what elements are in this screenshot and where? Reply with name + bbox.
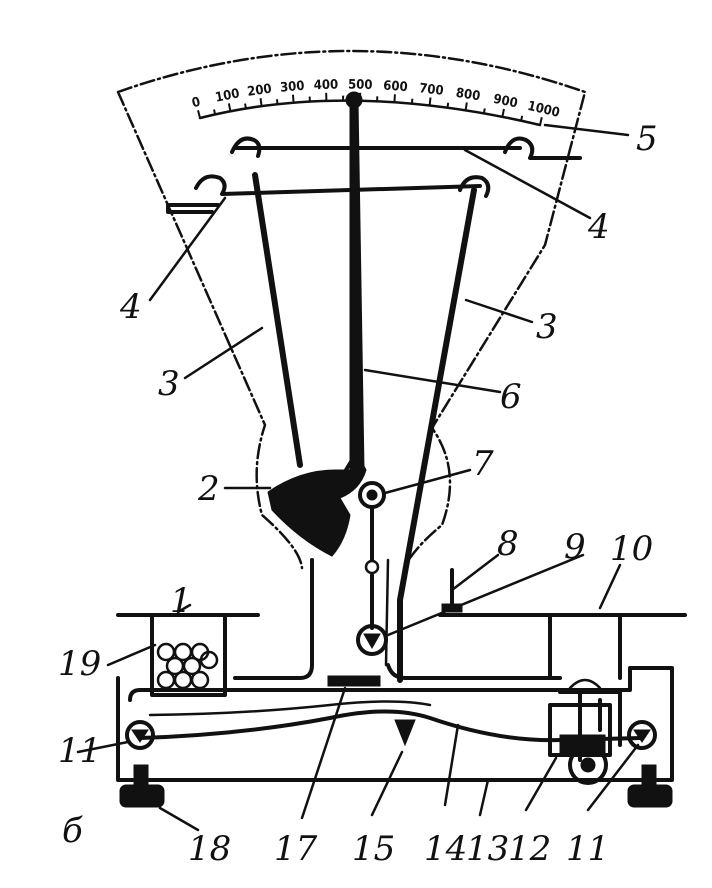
pointer-pivot [345,91,363,109]
scale-tick [501,108,505,118]
scale-tick [482,108,486,114]
label-3-left: 3 [158,364,180,404]
pointer-needle [349,101,365,471]
scale-tick [291,94,295,103]
column-left-wall [233,558,314,680]
scale-tick [446,102,450,108]
sector-arm [338,453,357,482]
scale-tick-label: 600 [383,79,408,96]
lever-14-upper [148,700,432,717]
scale-tick-label: 900 [492,92,519,111]
dial-housing-outline [116,49,587,570]
right-foot [627,764,673,808]
label-11-right: 11 [566,829,609,869]
scale-tick-label: 100 [214,86,241,105]
base-box [116,666,674,782]
left-strut [252,172,303,468]
counterweight-sector [267,457,367,557]
scale-tick [227,103,232,112]
left-pan [116,613,260,697]
label-7: 7 [472,444,494,484]
scale-tick [428,97,432,106]
fulcrum-15 [394,719,416,747]
right-pivot-triangle [633,729,651,743]
scale-tick [275,99,279,105]
right-strut [397,187,477,683]
scale-tick-labels: 0 100 200 300 400 500 600 700 800 900 1000 [190,78,561,121]
label-4-right: 4 [587,207,610,247]
right-strut-inner [384,558,390,667]
scale-tick-label: 400 [314,78,339,94]
leader-lines [76,123,640,832]
label-10: 10 [610,529,653,569]
pivot-9-outer [356,624,388,656]
scale-arc [198,99,542,127]
label-4-left: 4 [119,287,142,327]
weights-stack [156,642,219,690]
label-2: 2 [197,469,220,509]
plate-17 [327,675,381,687]
scale-tick [464,102,468,111]
label-1: 1 [170,581,192,621]
label-15: 15 [352,829,395,869]
label-8: 8 [497,524,519,564]
right-pivot [627,720,657,750]
damper-mechanism [548,678,622,785]
scale-tick-label: 800 [455,86,481,105]
scale-tick [259,98,263,107]
label-11-left: 11 [58,731,101,771]
label-6: 6 [500,377,522,417]
scale-tick [520,115,524,121]
label-3-right: 3 [536,307,558,347]
lever-14 [138,709,642,743]
label-12: 12 [508,829,551,869]
label-18: 18 [188,829,231,869]
pivot-9-triangle [363,633,381,650]
figure-label: б [62,811,83,851]
scale-tick-label: 200 [246,82,272,100]
scale-tick [393,94,396,103]
scale-tick [213,109,217,115]
scale-tick-label: 0 [190,95,202,112]
pivot-7-inner [366,489,378,501]
lower-lever-bar [168,174,491,207]
lower-bar-left-stub [166,203,214,214]
scale-tick [539,116,543,126]
label-17: 17 [274,829,318,869]
left-foot [119,764,165,808]
scale-tick-label: 700 [418,81,444,99]
rod-joint [364,559,380,575]
left-pivot [125,720,155,750]
column-right-wall [386,663,562,680]
upper-lever-bar [230,136,582,160]
scale-tick [197,109,201,119]
scale-tick-label: 1000 [526,99,561,121]
label-9: 9 [564,527,586,567]
label-19: 19 [58,644,101,684]
right-pan [438,613,687,680]
label-13: 13 [466,829,509,869]
scale-tick-label: 500 [348,78,373,93]
scale-tick-label: 300 [280,79,306,96]
label-14: 14 [424,829,467,869]
scale-tick [244,103,247,109]
label-5: 5 [636,119,658,159]
left-pivot-triangle [131,729,149,743]
